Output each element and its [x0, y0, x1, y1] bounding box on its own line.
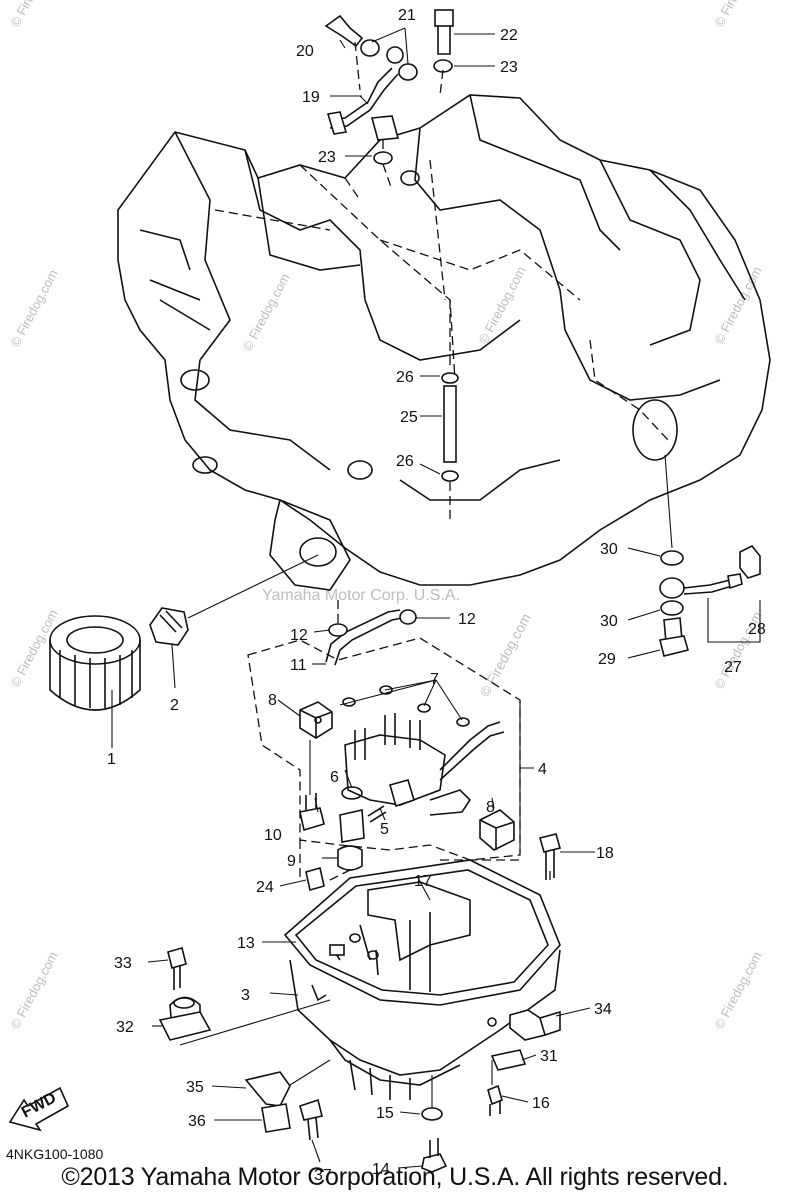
- leader-lines: [111, 27, 761, 1169]
- watermark-site: © Firedog.com: [239, 271, 292, 353]
- watermark-site: © Firedog.com: [711, 264, 764, 346]
- callout-20: 20: [296, 43, 314, 60]
- fwd-arrow-icon: FWD: [8, 1086, 70, 1132]
- callout-18: 18: [596, 845, 614, 862]
- callout-24: 24: [256, 879, 274, 896]
- callout-17: 17: [414, 873, 432, 890]
- engine-crankcase: [117, 94, 771, 591]
- oil-pipe-25: [441, 300, 459, 520]
- oil-strainer-assembly: [247, 637, 521, 871]
- callout-8a: 8: [268, 692, 277, 709]
- callout-1: 1: [107, 751, 116, 768]
- callout-30b: 30: [600, 613, 618, 630]
- oil-filter: [49, 615, 141, 711]
- callouts: 1 2 3 4 5 6 7 8 8 9 10 11 12 12 13 14 15…: [107, 7, 766, 1184]
- callout-16: 16: [532, 1095, 550, 1112]
- callout-29: 29: [598, 651, 616, 668]
- callout-5: 5: [380, 821, 389, 838]
- watermark-site: © Firedog.com: [477, 611, 534, 700]
- watermark-site: © Firedog.com: [7, 949, 60, 1031]
- callout-35: 35: [186, 1079, 204, 1096]
- watermark-site: © Firedog.com: [711, 949, 764, 1031]
- watermark-site: © Firedog.com: [7, 0, 60, 29]
- callout-23b: 23: [318, 149, 336, 166]
- callout-13: 13: [237, 935, 255, 952]
- oil-pan: [283, 840, 561, 1100]
- callout-2: 2: [170, 697, 179, 714]
- oil-delivery-pipe-assembly: [324, 9, 454, 191]
- callout-27: 27: [724, 659, 742, 676]
- callout-3: 3: [241, 987, 250, 1004]
- callout-19: 19: [302, 89, 320, 106]
- watermark-site: © Firedog.com: [7, 267, 60, 349]
- callout-21: 21: [398, 7, 416, 24]
- callout-11: 11: [290, 657, 307, 674]
- callout-4: 4: [538, 761, 547, 778]
- watermark-center: Yamaha Motor Corp. U.S.A.: [262, 587, 460, 604]
- callout-15: 15: [376, 1105, 394, 1122]
- callout-30a: 30: [600, 541, 618, 558]
- callout-28: 28: [748, 621, 766, 638]
- callout-33: 33: [114, 955, 132, 972]
- callout-26a: 26: [396, 369, 414, 386]
- callout-37: 37: [314, 1167, 332, 1184]
- small-parts: [158, 833, 561, 1173]
- oil-cooler-hose: [659, 454, 761, 657]
- callout-26b: 26: [396, 453, 414, 470]
- callout-6: 6: [330, 769, 339, 786]
- callout-34: 34: [594, 1001, 612, 1018]
- callout-14: 14: [372, 1161, 390, 1178]
- union-bolt: [149, 554, 319, 646]
- callout-9: 9: [287, 853, 296, 870]
- callout-12a: 12: [290, 627, 308, 644]
- callout-31: 31: [540, 1048, 558, 1065]
- copyright-notice: ©2013 Yamaha Motor Corporation, U.S.A. A…: [61, 1163, 729, 1191]
- callout-32: 32: [116, 1019, 134, 1036]
- watermark-site: © Firedog.com: [711, 0, 764, 29]
- callout-36: 36: [188, 1113, 206, 1130]
- callout-22: 22: [500, 27, 518, 44]
- callout-12b: 12: [458, 611, 476, 628]
- callout-8b: 8: [486, 799, 495, 816]
- callout-25: 25: [400, 409, 418, 426]
- callout-10: 10: [264, 827, 282, 844]
- callout-23a: 23: [500, 59, 518, 76]
- diagram-code: 4NKG100-1080: [6, 1146, 104, 1162]
- oil-pipe-11: [325, 600, 417, 666]
- callout-7: 7: [430, 671, 439, 688]
